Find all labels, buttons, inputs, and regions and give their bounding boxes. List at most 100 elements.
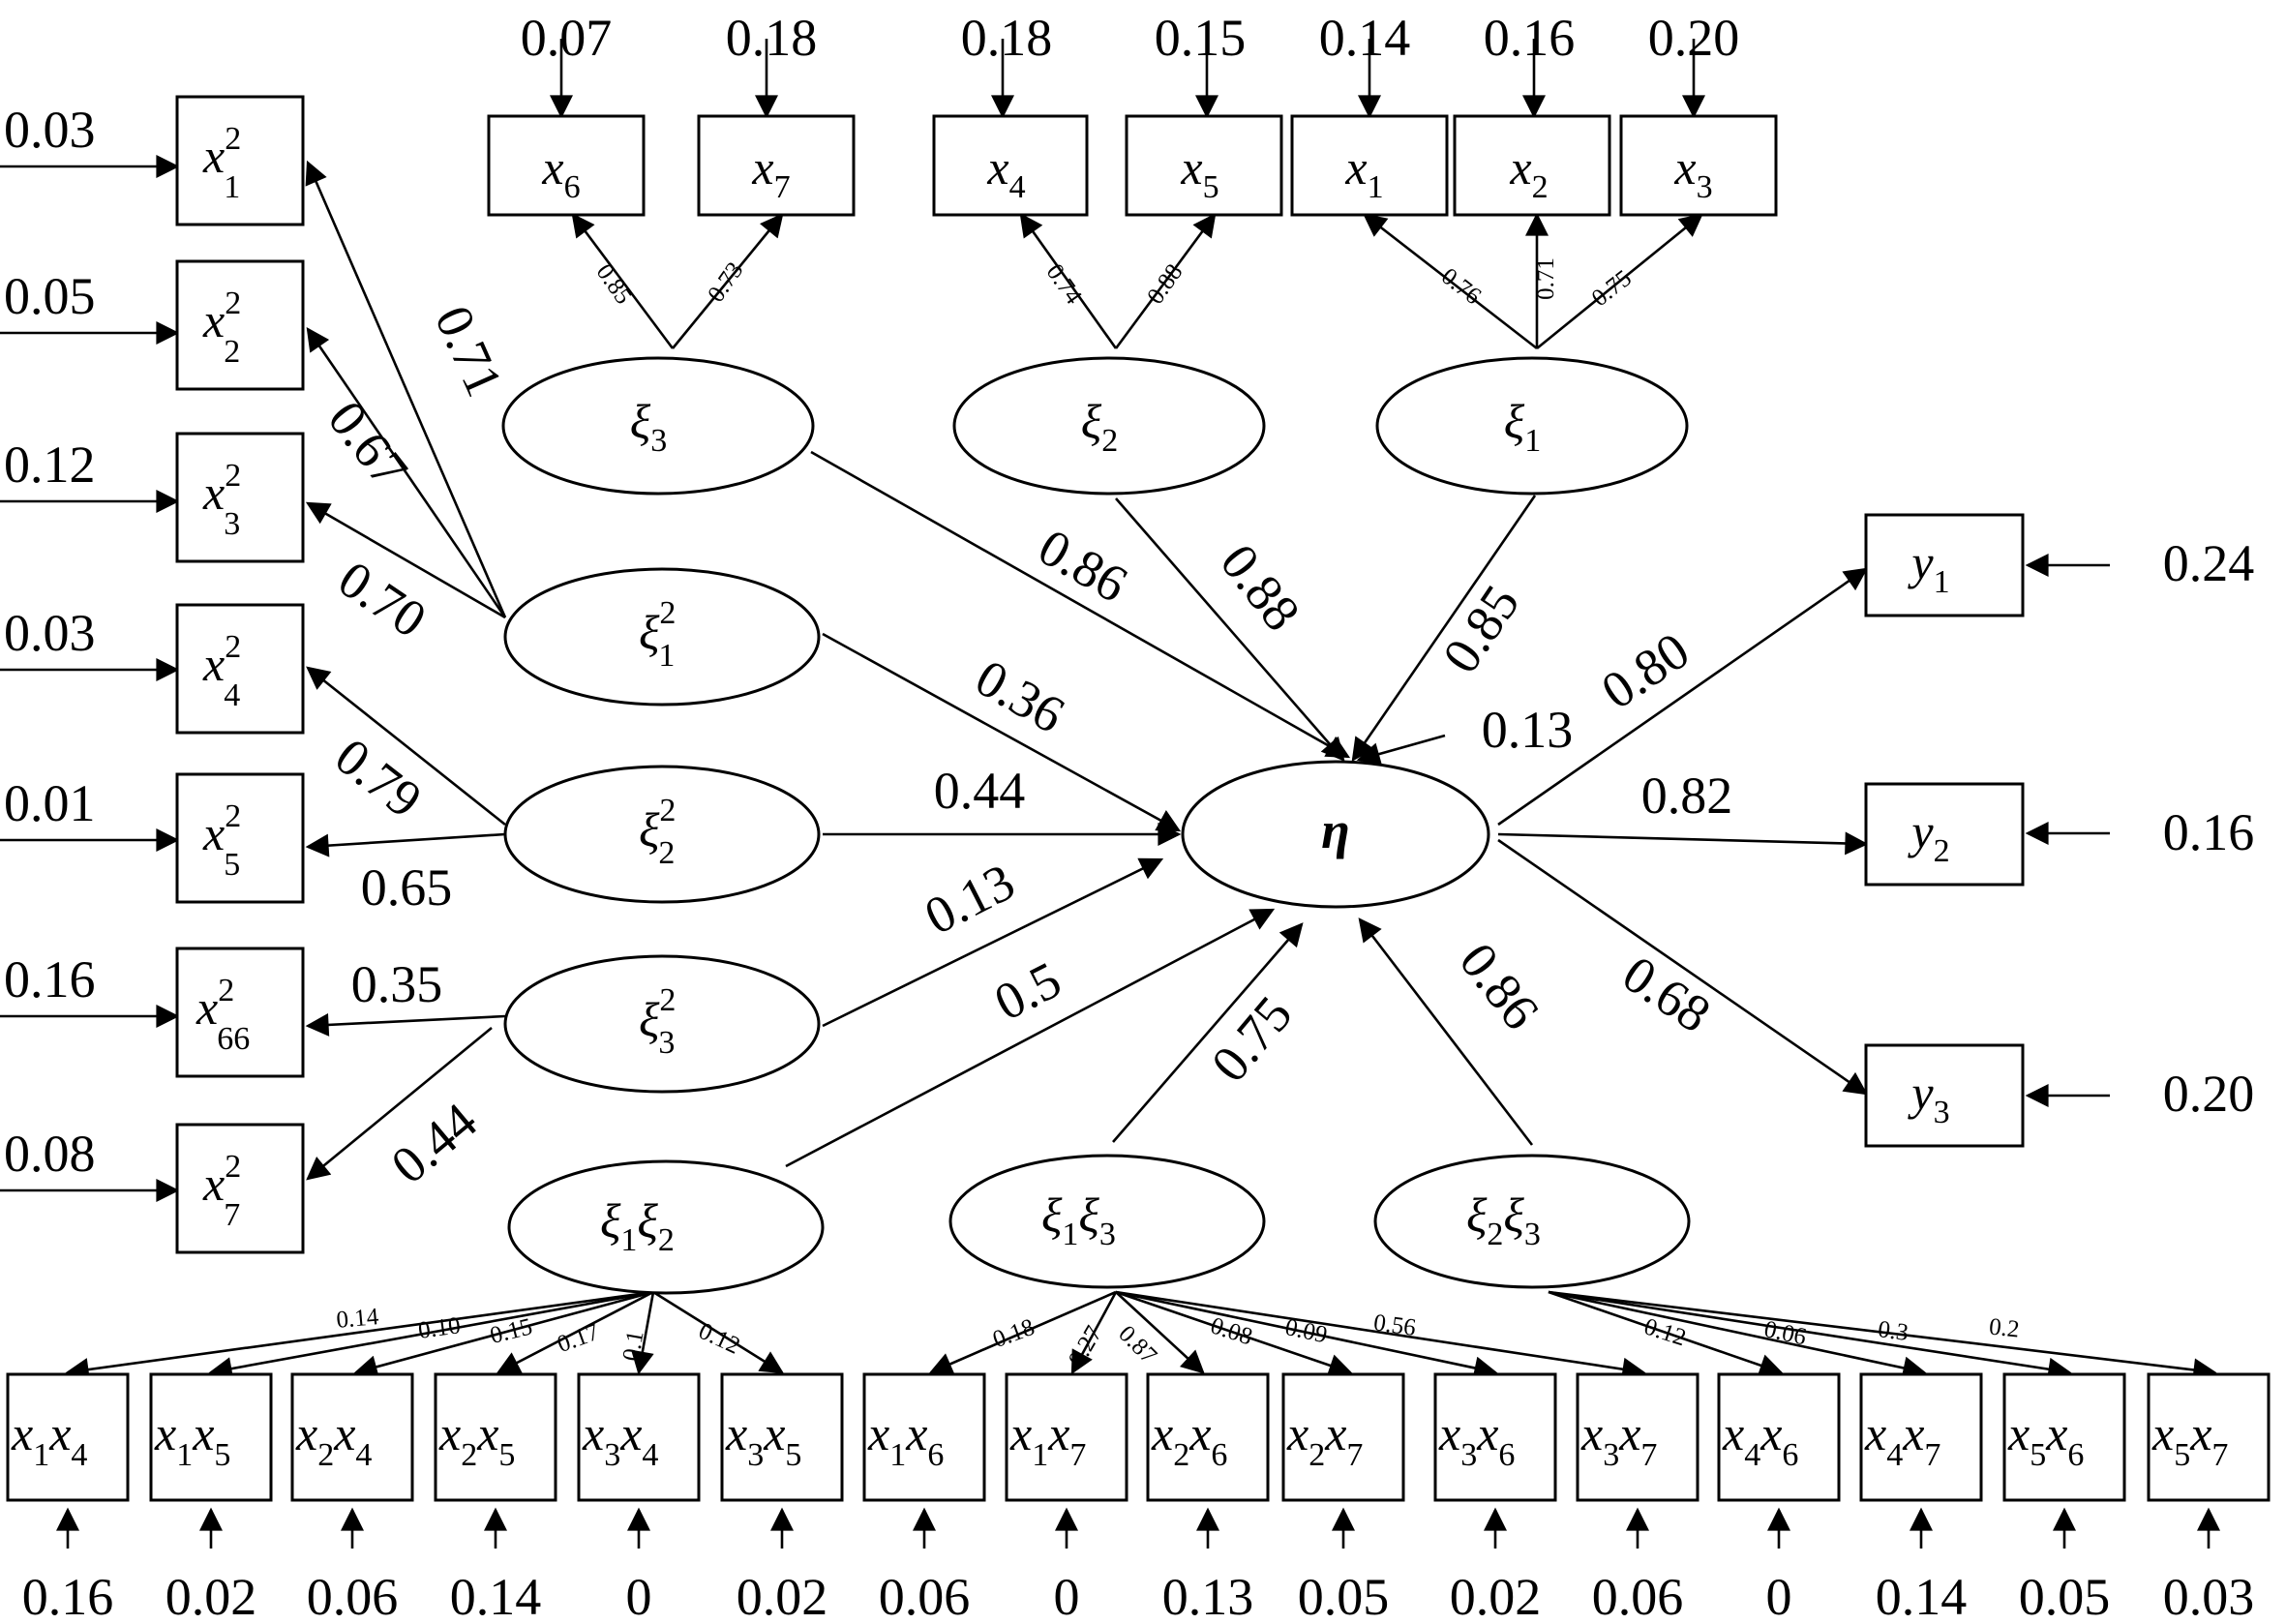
- error-bottom-x1x7: 0: [1054, 1568, 1080, 1624]
- path-xi3-eta: 0.86: [1029, 518, 1137, 614]
- bottom-indicator-x1x4: x1x4 0.16: [6, 1372, 130, 1624]
- loading-xi1xi2-6: 0.12: [695, 1318, 744, 1360]
- loading-y1: 0.80: [1591, 621, 1699, 721]
- bottom-indicator-x3x6: x3x6 0.02: [1433, 1372, 1557, 1624]
- error-bottom-x3x7: 0.06: [1592, 1568, 1684, 1624]
- top-indicator-x4: x4: [932, 114, 1089, 217]
- svg-text:y1: y1: [1907, 535, 1949, 600]
- svg-text:x6: x6: [541, 140, 580, 205]
- path-xi2sq-eta: 0.44: [934, 762, 1026, 820]
- path-xi1xi2-eta: 0.5: [985, 950, 1069, 1032]
- bottom-indicator-label: x5x7: [2151, 1406, 2228, 1473]
- loading-y3: 0.68: [1612, 945, 1721, 1044]
- loading-xi1xi3-4: 0.08: [1207, 1312, 1255, 1350]
- loading-xi1xi3-1: 0.18: [989, 1314, 1038, 1353]
- svg-text:x27: x27: [202, 1149, 241, 1233]
- top-indicator-x6: x6: [487, 114, 646, 217]
- bottom-indicator-label: x1x6: [867, 1406, 944, 1473]
- latent-xi1: ξ1: [1375, 356, 1689, 496]
- outcome-y2: y2: [1864, 782, 2025, 887]
- svg-text:x7: x7: [751, 140, 790, 205]
- bottom-indicator-x3x5: x3x5 0.02: [720, 1372, 844, 1624]
- loading-xi1xi2-1: 0.14: [335, 1304, 379, 1334]
- loading-xi2xi3-4: 0.2: [1988, 1313, 2021, 1342]
- svg-text:ξ1ξ3: ξ1ξ3: [1041, 1188, 1116, 1252]
- svg-text:η: η: [1321, 801, 1350, 859]
- error-bottom-x1x4: 0.16: [22, 1568, 114, 1624]
- error-bottom-x2x5: 0.14: [450, 1568, 542, 1624]
- svg-text:x5: x5: [1180, 140, 1218, 205]
- loading-xi1xi3-6: 0.56: [1372, 1309, 1418, 1341]
- error-bottom-x2x6: 0.13: [1162, 1568, 1254, 1624]
- error-x6: 0.07: [521, 9, 613, 67]
- svg-text:ξ2: ξ2: [1081, 394, 1118, 459]
- svg-text:x22: x22: [202, 286, 241, 370]
- error-bottom-x1x5: 0.02: [165, 1568, 257, 1624]
- bottom-indicator-label: x1x7: [1009, 1406, 1086, 1473]
- bottom-indicator-x1x5: x1x5 0.02: [149, 1372, 273, 1624]
- bottom-indicator-label: x2x4: [295, 1406, 372, 1473]
- loading-xi2xi3-2: 0.06: [1761, 1316, 1808, 1351]
- bottom-indicator-x5x7: x5x7 0.03: [2147, 1372, 2271, 1624]
- bottom-indicator-label: x3x5: [725, 1406, 801, 1473]
- error-x7: 0.18: [726, 9, 818, 67]
- svg-text:x25: x25: [202, 798, 241, 883]
- bottom-indicator-label: x4x6: [1722, 1406, 1798, 1473]
- outcome-y3: y3: [1864, 1043, 2025, 1148]
- error-bottom-x2x7: 0.05: [1298, 1568, 1390, 1624]
- error-x5: 0.15: [1155, 9, 1247, 67]
- svg-text:ξ22: ξ22: [639, 793, 676, 871]
- error-x3: 0.20: [1648, 9, 1740, 67]
- loading-xi1xi2-3: 0.15: [488, 1313, 535, 1349]
- path-xi1-eta: 0.85: [1431, 575, 1531, 683]
- loading-xi1xi3-5: 0.09: [1282, 1314, 1329, 1349]
- outcome-y1: y1: [1864, 513, 2025, 617]
- svg-text:ξ21: ξ21: [639, 595, 676, 674]
- loading-x4: 0.74: [1041, 259, 1087, 310]
- error-bottom-x4x7: 0.14: [1876, 1568, 1968, 1624]
- error-bottom-x3x5: 0.02: [737, 1568, 828, 1624]
- top-indicator-x7: x7: [697, 114, 856, 217]
- bottom-indicator-x2x6: x2x6 0.13: [1146, 1372, 1270, 1624]
- svg-text:ξ3: ξ3: [630, 394, 667, 459]
- top-indicator-x5: x5: [1125, 114, 1283, 217]
- path-xi1xi3-eta: 0.75: [1200, 985, 1304, 1093]
- error-x4: 0.18: [961, 9, 1053, 67]
- bottom-indicator-label: x3x6: [1438, 1406, 1515, 1473]
- error-bottom-x3x6: 0.02: [1450, 1568, 1542, 1624]
- latent-xi2: ξ2: [952, 356, 1266, 496]
- loading-x1sq: 0.71: [424, 297, 514, 405]
- error-x7sq: 0.08: [4, 1125, 96, 1183]
- loading-x3sq: 0.70: [328, 550, 436, 649]
- bottom-indicator-label: x3x4: [582, 1406, 658, 1473]
- latent-xi2-xi3: ξ2ξ3: [1373, 1154, 1691, 1289]
- svg-text:y3: y3: [1907, 1066, 1949, 1130]
- latent-xi1-xi2: ξ1ξ2: [507, 1159, 825, 1295]
- svg-text:x3: x3: [1673, 140, 1712, 205]
- bottom-indicator-label: x2x6: [1151, 1406, 1227, 1473]
- bottom-indicator-x1x7: x1x7 0: [1005, 1372, 1128, 1624]
- bottom-indicator-label: x1x5: [154, 1406, 230, 1473]
- loading-x2sq: 0.67: [316, 390, 418, 497]
- bottom-indicator-label: x1x4: [11, 1406, 87, 1473]
- error-bottom-x5x7: 0.03: [2163, 1568, 2255, 1624]
- loading-xi1xi3-2: 0.27: [1064, 1322, 1107, 1371]
- error-x1: 0.14: [1319, 9, 1411, 67]
